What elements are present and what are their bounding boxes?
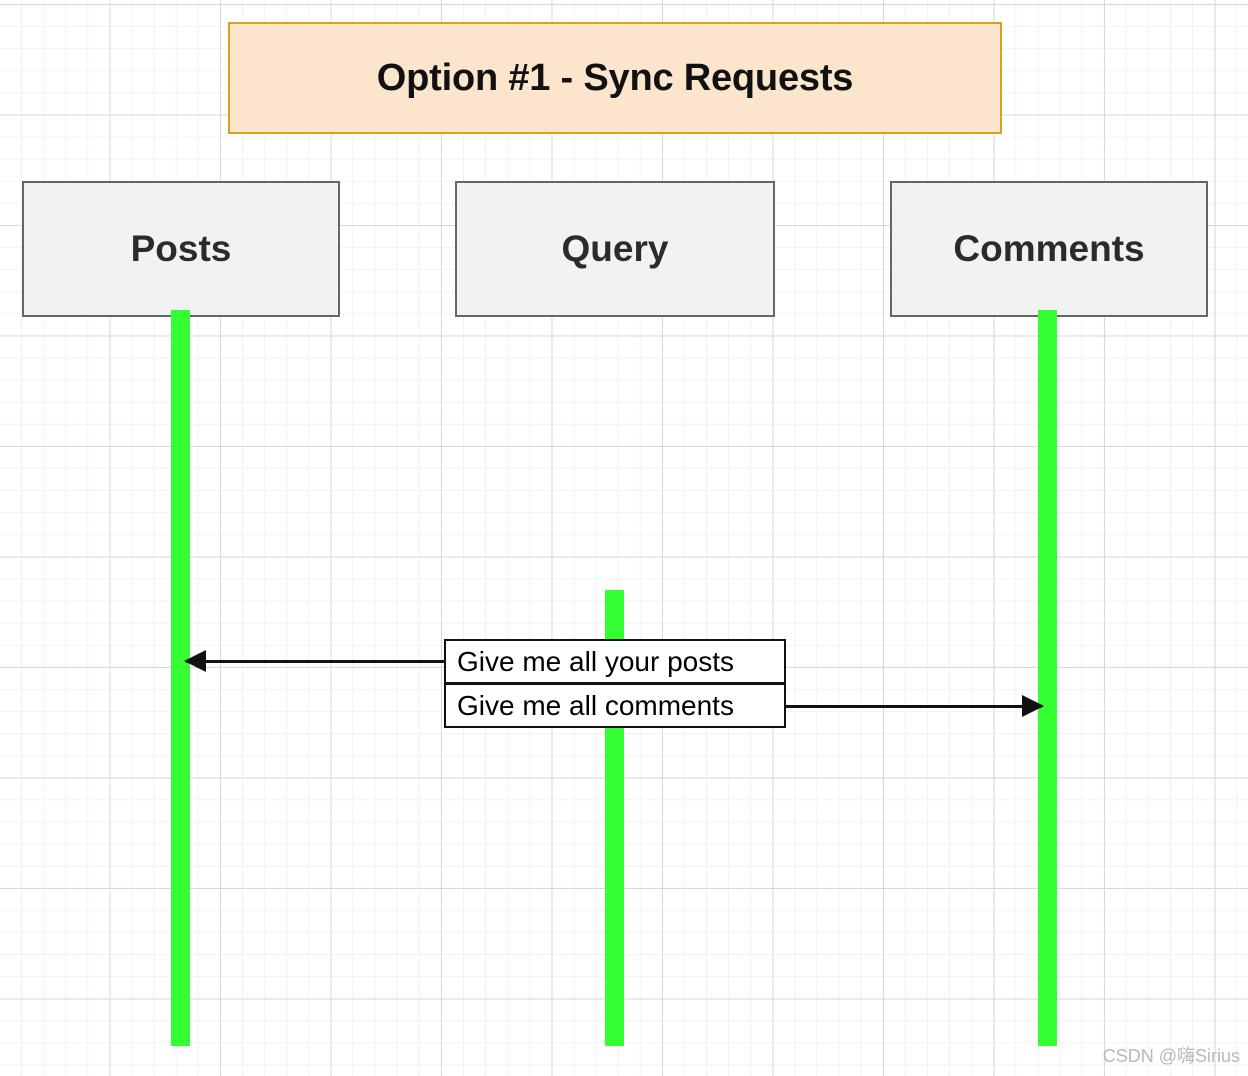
- watermark-text: CSDN @嗨Sirius: [1102, 1046, 1240, 1066]
- message-line-comments[interactable]: [784, 705, 1042, 708]
- participant-posts[interactable]: Posts: [22, 181, 340, 317]
- participant-comments[interactable]: Comments: [890, 181, 1208, 317]
- arrowhead-left-icon: [184, 650, 206, 672]
- participant-query[interactable]: Query: [455, 181, 775, 317]
- arrowhead-right-icon: [1022, 695, 1044, 717]
- participant-comments-label: Comments: [953, 228, 1145, 269]
- message-label-comments[interactable]: Give me all comments: [444, 683, 786, 728]
- lifeline-comments[interactable]: [1038, 310, 1057, 1046]
- participant-query-label: Query: [561, 228, 669, 269]
- message-line-posts[interactable]: [186, 660, 446, 663]
- diagram-title-box: Option #1 - Sync Requests: [228, 22, 1002, 134]
- lifeline-posts[interactable]: [171, 310, 190, 1046]
- diagram-title-text: Option #1 - Sync Requests: [376, 56, 854, 99]
- participant-posts-label: Posts: [130, 228, 232, 269]
- message-label-posts[interactable]: Give me all your posts: [444, 639, 786, 684]
